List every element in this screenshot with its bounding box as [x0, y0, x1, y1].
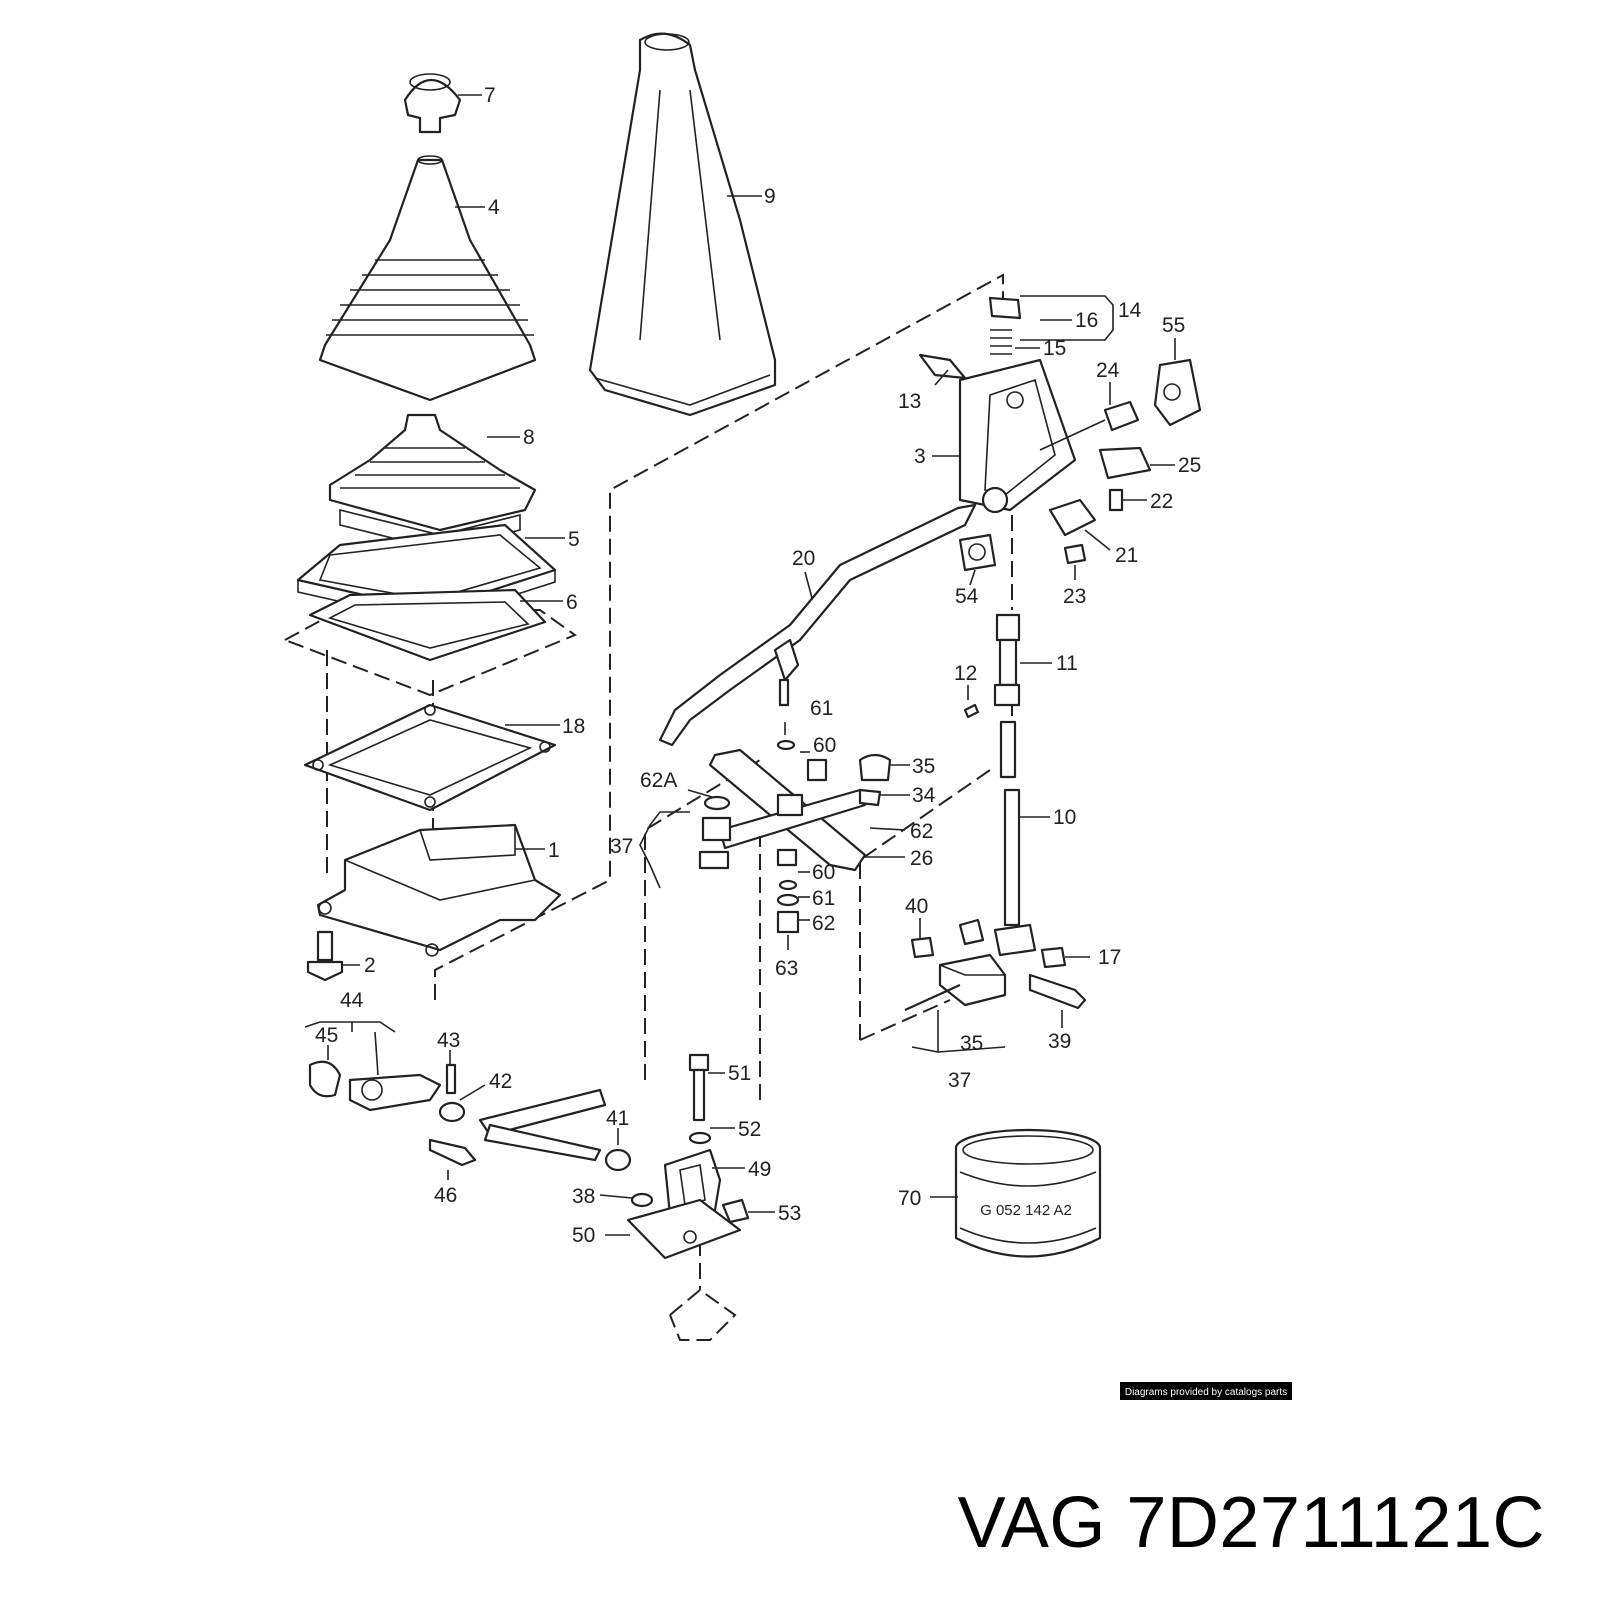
callout-label: 37 — [610, 835, 633, 858]
callout-label: 22 — [1150, 490, 1173, 513]
callout-label: 53 — [778, 1202, 801, 1225]
callout-label: 4 — [488, 196, 500, 219]
callout-label: 42 — [489, 1070, 512, 1093]
callout-label: 1 — [548, 839, 560, 862]
callout-label: 51 — [728, 1062, 751, 1085]
callout-label: 63 — [775, 957, 798, 980]
callout-label: 61 — [812, 887, 835, 910]
watermark-text: Diagrams provided by catalogs parts — [1125, 1387, 1287, 1398]
callout-label: 17 — [1098, 946, 1121, 969]
callout-label: 5 — [568, 528, 580, 551]
callout-label: 41 — [606, 1107, 629, 1130]
callout-label: 55 — [1162, 314, 1185, 337]
ring-stamp: G 052 142 A2 — [980, 1202, 1072, 1219]
callout-label: 21 — [1115, 544, 1138, 567]
callout-label: 62 — [910, 820, 933, 843]
callout-label: 49 — [748, 1158, 771, 1181]
callout-label: 15 — [1043, 337, 1066, 360]
housing-bolt — [306, 930, 344, 982]
callout-label: 54 — [955, 585, 979, 608]
assembly-guide-lines — [284, 273, 1013, 1341]
callout-label: 11 — [1056, 652, 1078, 675]
callout-label: 34 — [912, 784, 936, 807]
callout-label: 40 — [905, 895, 928, 918]
callout-label: 20 — [792, 547, 815, 570]
callout-labels: 7 9 4 14 16 15 55 13 24 3 25 22 8 5 21 6… — [315, 84, 1201, 1247]
callout-label: 9 — [764, 185, 776, 208]
callout-label: 62A — [640, 769, 677, 792]
callout-label: 43 — [437, 1029, 460, 1052]
lower-bracket — [904, 918, 1087, 1012]
callout-label: 38 — [572, 1185, 595, 1208]
selector-rods — [963, 613, 1037, 957]
lower-linkage — [308, 1060, 632, 1172]
shift-boot — [318, 155, 537, 402]
callout-label: 2 — [364, 954, 376, 977]
callout-label: 60 — [812, 861, 835, 884]
inner-boot — [328, 413, 537, 551]
callout-label: 46 — [434, 1184, 457, 1207]
bushing-stack-left — [698, 795, 732, 870]
callout-label: 44 — [340, 989, 364, 1012]
callout-label: 10 — [1053, 806, 1076, 829]
large-shift-boot — [588, 32, 777, 417]
watermark-banner: Diagrams provided by catalogs parts — [1120, 1382, 1292, 1400]
callout-label: 6 — [566, 591, 578, 614]
callout-label: 16 — [1075, 309, 1098, 332]
callout-label: 24 — [1096, 359, 1120, 382]
callout-label: 8 — [523, 426, 535, 449]
callout-label: 37 — [948, 1069, 971, 1092]
part-number-caption: VAG 7D2711121C — [958, 1483, 1545, 1563]
housing — [316, 823, 562, 957]
leader-lines — [304, 94, 1176, 1236]
shift-bracket — [918, 296, 1077, 514]
callout-label: 25 — [1178, 454, 1201, 477]
mount-components — [958, 358, 1202, 572]
callout-label: 50 — [572, 1224, 595, 1247]
callout-label: 12 — [954, 662, 977, 685]
relay-lever — [708, 748, 892, 872]
lower-mount — [626, 1053, 750, 1260]
callout-label: 52 — [738, 1118, 761, 1141]
shift-knob — [403, 73, 462, 134]
callout-label: 23 — [1063, 585, 1086, 608]
callout-label: 3 — [914, 445, 926, 468]
callout-label: 35 — [912, 755, 935, 778]
ring: G 052 142 A2 — [954, 1128, 1102, 1258]
callout-label: 35 — [960, 1032, 983, 1055]
callout-label: 39 — [1048, 1030, 1071, 1053]
gasket-plate — [303, 703, 557, 812]
callout-label: 60 — [813, 734, 836, 757]
callout-label: 45 — [315, 1024, 338, 1047]
callout-label: 61 — [810, 697, 833, 720]
callout-label: 13 — [898, 390, 921, 413]
shift-rod — [658, 503, 977, 747]
gasket — [308, 588, 547, 662]
callout-label: 18 — [562, 715, 585, 738]
callout-label: 26 — [910, 847, 933, 870]
callout-label: 70 — [898, 1187, 921, 1210]
callout-label: 62 — [812, 912, 835, 935]
washer-stack-center — [776, 739, 800, 934]
callout-label: 14 — [1118, 299, 1142, 322]
callout-label: 7 — [484, 84, 496, 107]
